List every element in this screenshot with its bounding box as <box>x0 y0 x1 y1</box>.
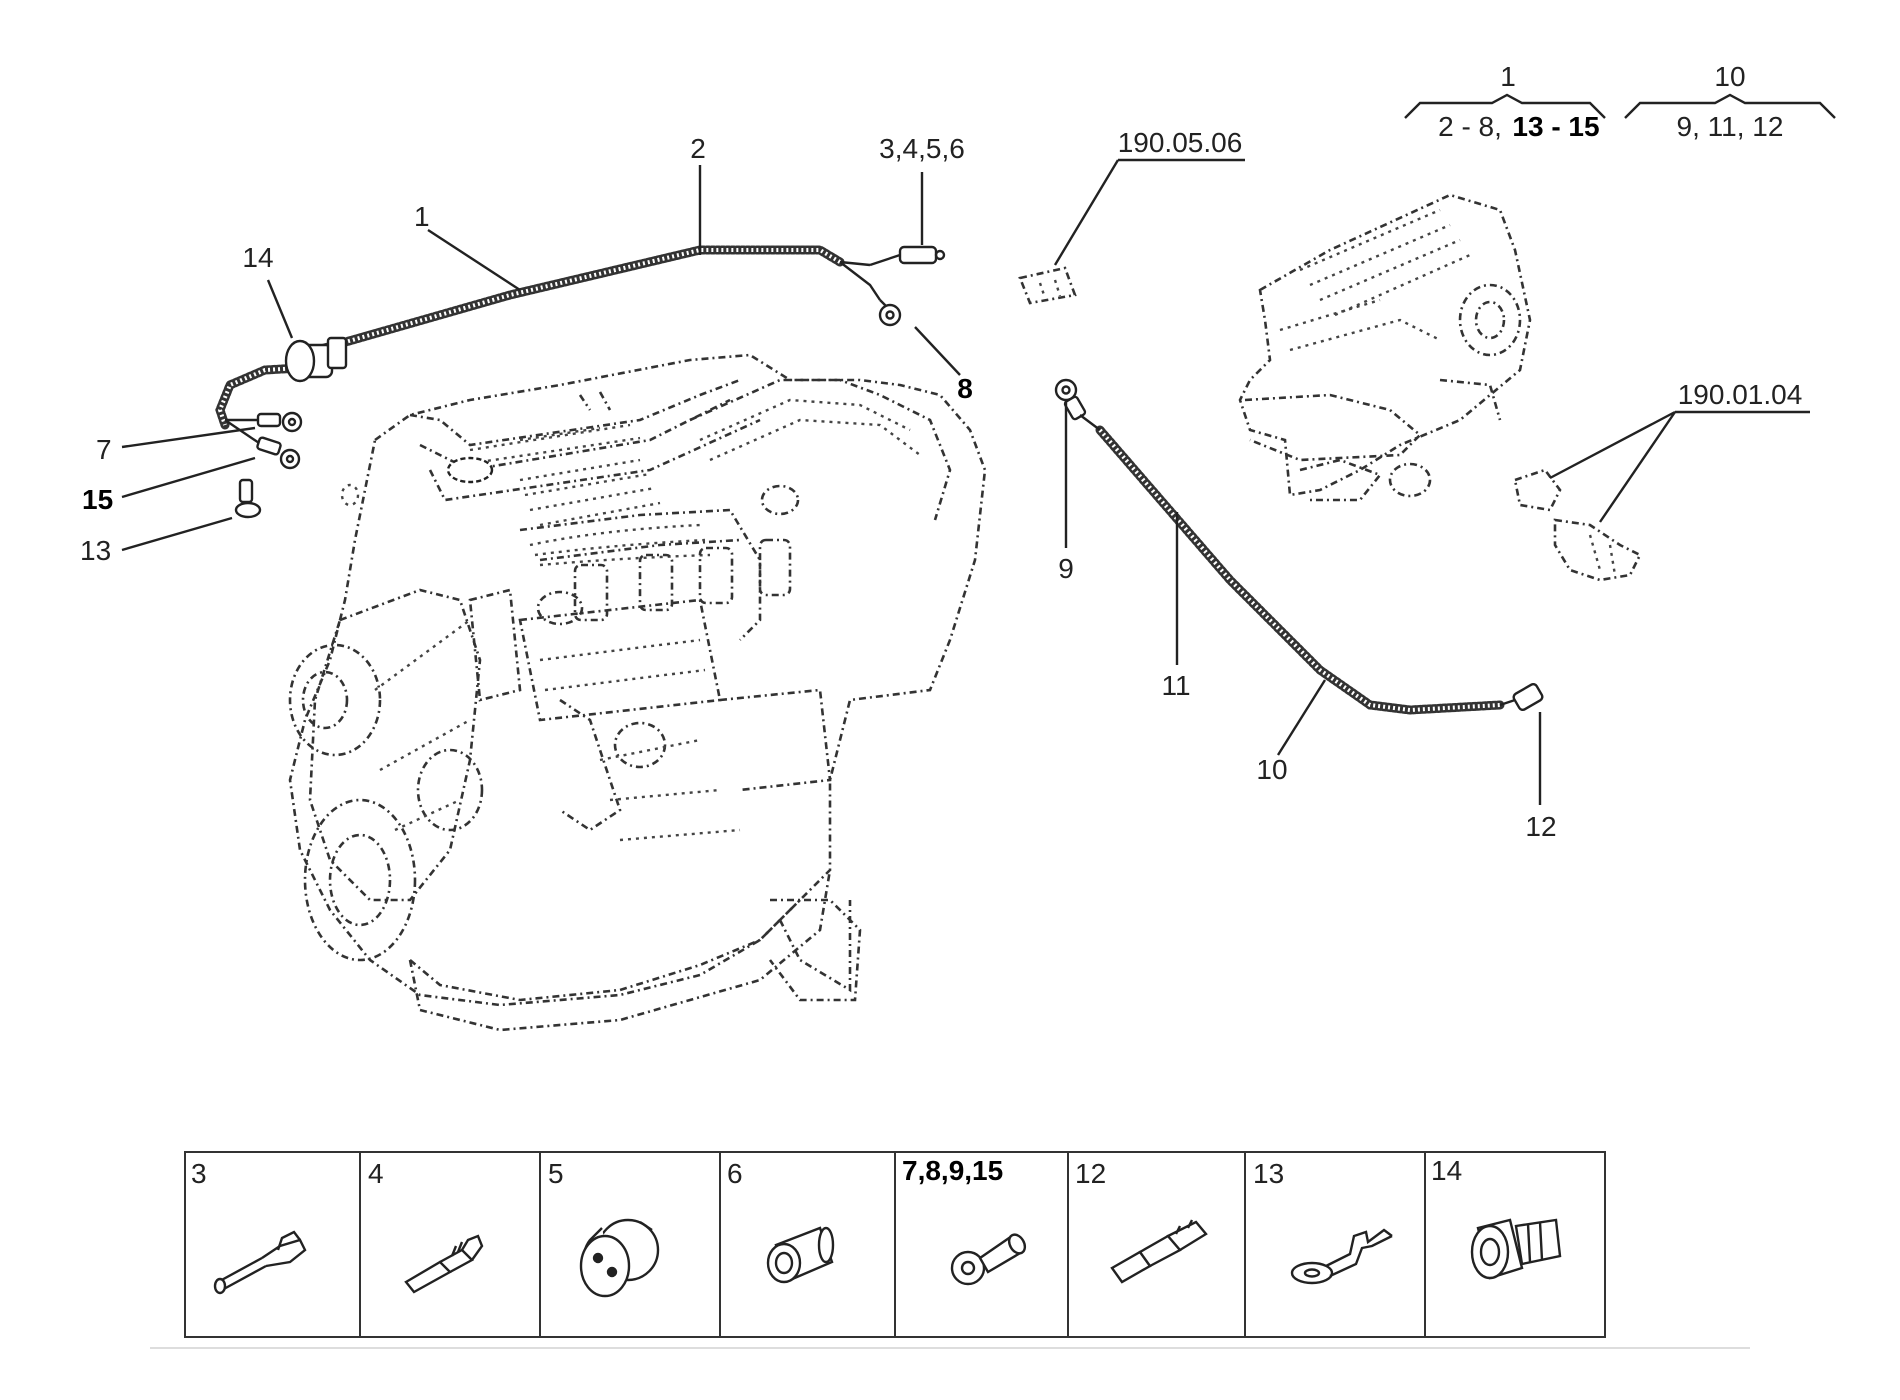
reference-connector-190-05-06 <box>1018 266 1077 305</box>
flat-receptacle-icon <box>1110 1219 1208 1284</box>
callout-9: 9 <box>1058 553 1074 584</box>
parts-cell-label-6: 6 <box>727 1158 743 1189</box>
sensor-cable <box>1054 378 1544 715</box>
inset-engine-illustration <box>1238 193 1642 582</box>
two-pin-connector-icon <box>579 1218 660 1298</box>
group-1-range-b: 13 - 15 <box>1512 111 1599 142</box>
callout-7: 7 <box>96 434 112 465</box>
engine-illustration <box>288 353 987 1032</box>
parts-cell-label-12: 12 <box>1075 1158 1106 1189</box>
reference-190-05-06: 190.05.06 <box>1118 127 1243 158</box>
callout-3-4-5-6: 3,4,5,6 <box>879 133 965 164</box>
socket-terminal-icon <box>404 1234 484 1294</box>
callout-13: 13 <box>80 535 111 566</box>
callout-14: 14 <box>242 242 273 273</box>
sleeve-icon <box>766 1226 835 1284</box>
parts-cell-label-5: 5 <box>548 1158 564 1189</box>
callout-labels: 1 2 3,4,5,6 8 14 7 15 13 9 11 10 12 190.… <box>80 61 1802 842</box>
group-legend <box>1404 93 1836 119</box>
group-10-number: 10 <box>1714 61 1745 92</box>
reference-190-01-04: 190.01.04 <box>1678 379 1803 410</box>
callout-8: 8 <box>957 373 973 404</box>
ring-terminal-icon <box>950 1233 1027 1286</box>
parts-cell-label-14: 14 <box>1431 1155 1462 1186</box>
group-10-range: 9, 11, 12 <box>1677 111 1784 142</box>
callout-11: 11 <box>1161 670 1190 701</box>
parts-cell-label-3: 3 <box>191 1158 207 1189</box>
parts-cell-label-4: 4 <box>368 1158 384 1189</box>
pin-terminal-icon <box>213 1230 307 1295</box>
callout-1: 1 <box>414 201 430 232</box>
parts-table: 3 4 5 6 7,8,9,15 12 13 14 <box>184 1151 1606 1338</box>
group-1-range-a: 2 - 8, <box>1438 111 1502 142</box>
callout-12: 12 <box>1525 811 1556 842</box>
callout-15: 15 <box>82 484 113 515</box>
leader-lines <box>121 158 1810 805</box>
parts-cell-label-13: 13 <box>1253 1158 1284 1189</box>
engine-harness <box>215 245 946 519</box>
callout-10: 10 <box>1256 754 1287 785</box>
bulkhead-grommet-icon <box>1470 1218 1562 1280</box>
parts-cell-label-7-8-9-15: 7,8,9,15 <box>902 1155 1003 1186</box>
group-1-number: 1 <box>1500 61 1516 92</box>
callout-2: 2 <box>690 133 706 164</box>
ring-tab-terminal-icon <box>1290 1228 1393 1285</box>
